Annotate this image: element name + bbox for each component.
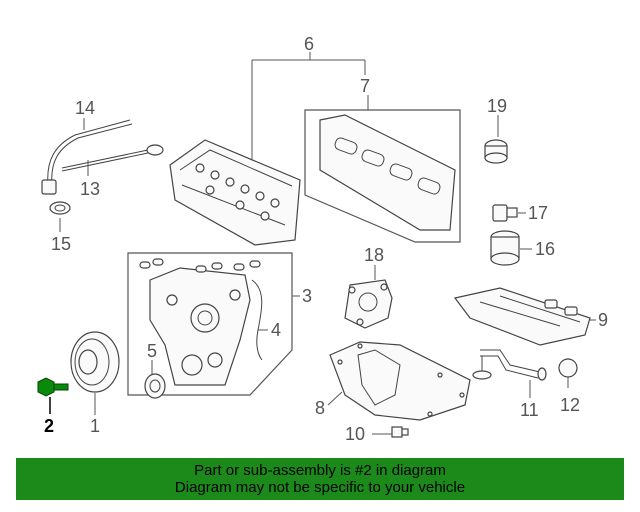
damper-bolt [37, 377, 69, 397]
callout-8: 8 [315, 398, 325, 418]
callout-3: 3 [302, 286, 312, 306]
windage-tray [453, 287, 591, 346]
crankshaft-seal [144, 373, 166, 399]
leader-lines [49, 52, 596, 435]
callout-1: 1 [90, 416, 100, 436]
callout-17: 17 [528, 203, 548, 223]
pickup-o-ring [558, 358, 578, 378]
callout-7: 7 [360, 76, 370, 96]
banner-line-2: Diagram may not be specific to your vehi… [174, 479, 466, 496]
o-ring [49, 201, 71, 215]
callout-13: 13 [80, 179, 100, 199]
oil-filler-cap [484, 139, 508, 164]
callout-6: 6 [304, 34, 314, 54]
oil-pickup-tube [472, 349, 547, 381]
callout-16: 16 [535, 239, 555, 259]
valve-cover-gasket [319, 114, 456, 231]
dipstick-tube [41, 119, 133, 195]
dipstick [61, 144, 164, 172]
callout-14: 14 [75, 98, 95, 118]
callout-18: 18 [364, 245, 384, 265]
callout-19: 19 [487, 96, 507, 116]
banner-line-1: Part or sub-assembly is #2 in diagram [194, 462, 446, 479]
callout-12: 12 [560, 395, 580, 415]
callout-5: 5 [147, 341, 157, 361]
oil-pan [329, 341, 471, 421]
notice-banner: Part or sub-assembly is #2 in diagram Di… [16, 458, 624, 500]
callout-11: 11 [520, 400, 539, 420]
oil-pressure-sensor [492, 204, 518, 222]
timing-cover [149, 267, 251, 386]
callout-9: 9 [598, 310, 608, 330]
drain-plug [391, 426, 409, 438]
oil-filter [490, 230, 520, 266]
timing-cover-frame [127, 252, 293, 396]
dowel-pins [139, 258, 261, 273]
valve-cover [169, 139, 301, 246]
vibration-damper [70, 331, 120, 393]
gasket-frame [304, 109, 461, 243]
oil-pump [344, 279, 393, 329]
callout-4: 4 [271, 320, 281, 340]
timing-cover-gasket [251, 279, 263, 361]
callout-10: 10 [345, 424, 365, 444]
callout-15: 15 [51, 234, 71, 254]
callout-2: 2 [44, 416, 54, 436]
